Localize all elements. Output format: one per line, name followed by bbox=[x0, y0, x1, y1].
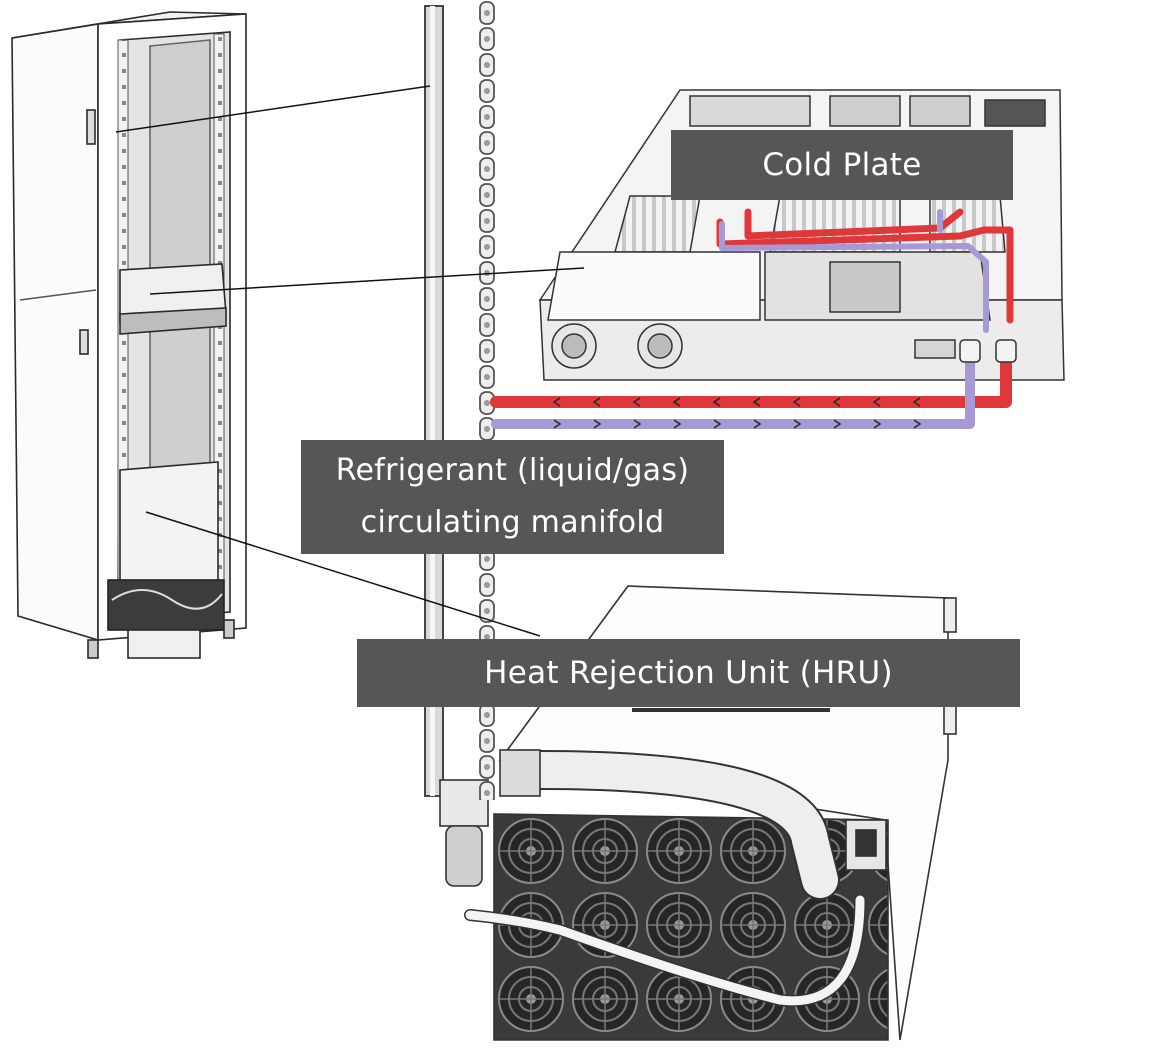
manifold-chain bbox=[478, 0, 498, 800]
hru-label-text: Heat Rejection Unit (HRU) bbox=[484, 655, 893, 691]
server-rack bbox=[11, 11, 247, 659]
refrigerant-label-line2: circulating manifold bbox=[360, 505, 665, 540]
quick-connect-fittings bbox=[959, 339, 1017, 363]
cold-plate-label-text: Cold Plate bbox=[762, 147, 922, 183]
coolant-lines-server bbox=[490, 208, 1014, 429]
refrigerant-manifold-label: Refrigerant (liquid/gas) circulating man… bbox=[301, 440, 724, 554]
leader-lines bbox=[115, 85, 585, 637]
cold-plate-label: Cold Plate bbox=[671, 130, 1013, 200]
hru-piping bbox=[464, 749, 866, 1007]
manifold-pipe bbox=[424, 5, 489, 887]
hru-label: Heat Rejection Unit (HRU) bbox=[357, 639, 1020, 707]
refrigerant-label-line1: Refrigerant (liquid/gas) bbox=[335, 453, 690, 488]
flow-arrows bbox=[552, 397, 922, 429]
